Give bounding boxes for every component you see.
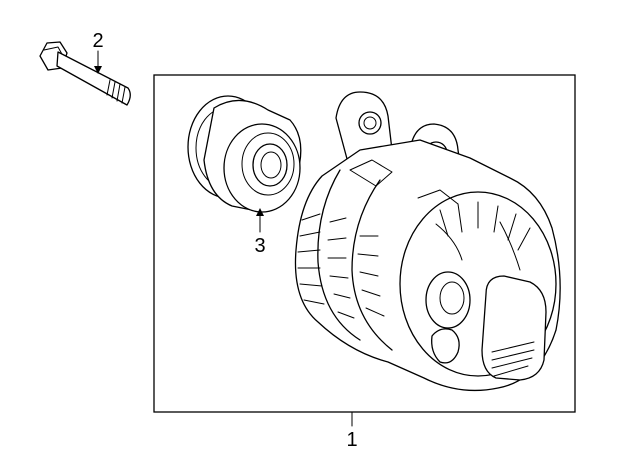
callout-3: 3 <box>254 235 265 257</box>
bolt-icon[interactable] <box>39 41 131 106</box>
callout-2: 2 <box>92 30 103 52</box>
alternator-icon[interactable] <box>294 91 561 392</box>
pulley-icon[interactable] <box>187 95 302 213</box>
assembly-frame <box>153 74 576 413</box>
callout-1: 1 <box>346 429 357 451</box>
